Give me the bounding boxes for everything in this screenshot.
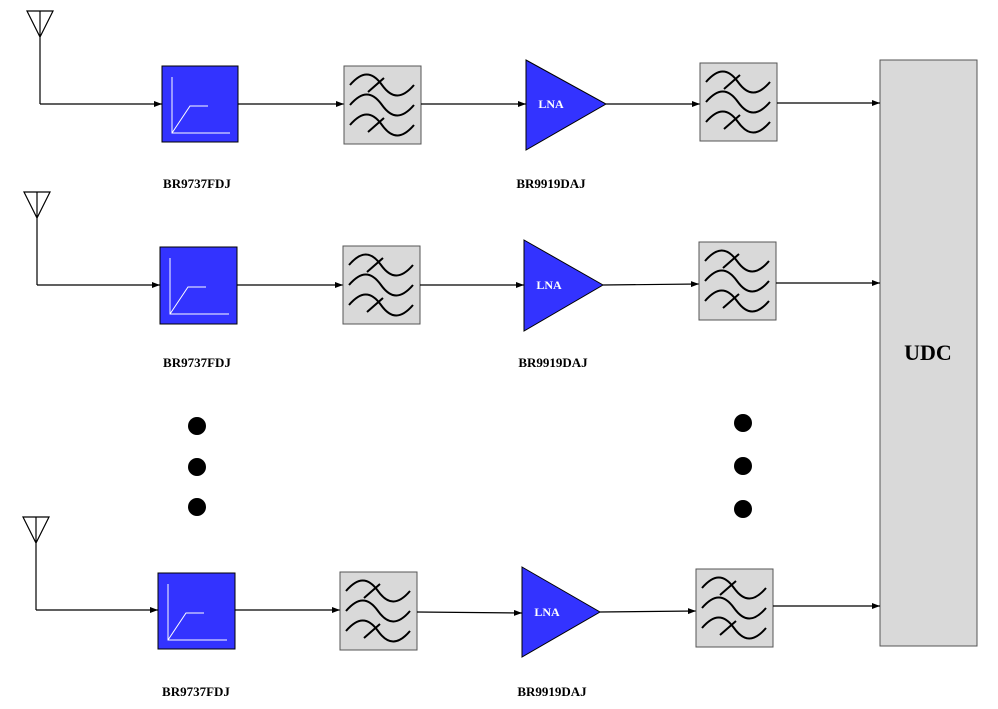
limiter-response-icon bbox=[167, 584, 227, 641]
lna-label: BR9919DAJ bbox=[517, 684, 587, 699]
limiter-block bbox=[161, 65, 239, 143]
limiter-response-icon bbox=[171, 77, 230, 134]
lna-text: LNA bbox=[534, 605, 560, 619]
udc-label: UDC bbox=[904, 340, 952, 365]
lna-amplifier: LNA bbox=[523, 239, 605, 332]
limiter-label: BR9737FDJ bbox=[162, 684, 230, 699]
limiter-label: BR9737FDJ bbox=[163, 355, 231, 370]
lna-text: LNA bbox=[536, 278, 562, 292]
bandpass-filter-icon bbox=[342, 245, 421, 325]
receiver-chain-2: BR9737FDJ LNA BR9919DAJ bbox=[23, 191, 880, 370]
antenna-icon bbox=[22, 516, 50, 610]
wire-filter-to-lna bbox=[416, 609, 523, 616]
receiver-chain-3: BR9737FDJ LNA BR9919DAJ bbox=[22, 516, 880, 699]
antenna-icon bbox=[26, 10, 54, 104]
receiver-chain-1: BR9737FDJ LNA BR9919DAJ bbox=[26, 10, 880, 191]
ellipsis-dots-right bbox=[734, 414, 752, 518]
limiter-block bbox=[157, 572, 236, 650]
lna-amplifier: LNA bbox=[521, 566, 602, 658]
lna-label: BR9919DAJ bbox=[516, 176, 586, 191]
limiter-block bbox=[159, 246, 238, 325]
wire-lna-to-filter bbox=[602, 281, 700, 288]
bandpass-filter-icon bbox=[699, 62, 778, 142]
wire-lna-to-filter bbox=[599, 608, 697, 615]
lna-amplifier: LNA bbox=[525, 59, 608, 151]
limiter-response-icon bbox=[169, 258, 229, 315]
bandpass-filter-icon bbox=[339, 571, 418, 651]
limiter-label: BR9737FDJ bbox=[163, 176, 231, 191]
udc-block bbox=[879, 59, 978, 647]
lna-text: LNA bbox=[538, 97, 564, 111]
lna-label: BR9919DAJ bbox=[518, 355, 588, 370]
bandpass-filter-icon bbox=[695, 568, 774, 648]
bandpass-filter-icon bbox=[343, 65, 422, 145]
ellipsis-dots-left bbox=[188, 417, 206, 516]
antenna-icon bbox=[23, 191, 51, 285]
bandpass-filter-icon bbox=[698, 241, 777, 321]
